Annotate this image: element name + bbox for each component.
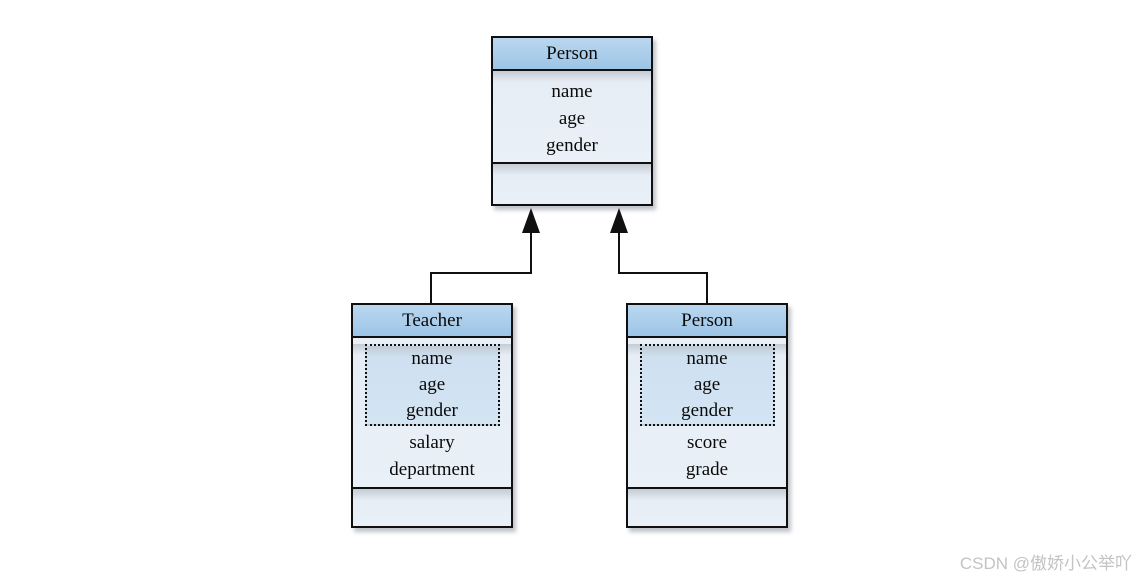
attributes-compartment: name age gender score grade <box>628 344 786 489</box>
class-box-person-child: Person name age gender score grade <box>626 303 788 528</box>
class-header-person-child: Person <box>628 305 786 338</box>
methods-compartment-empty <box>628 489 786 526</box>
inherited-attribute: name <box>411 348 453 369</box>
attribute: score <box>686 432 728 453</box>
inherited-attribute: gender <box>406 400 458 421</box>
generalization-edge-person-horizontal <box>618 272 708 274</box>
inherited-attributes-group: name age gender <box>364 344 500 426</box>
generalization-edge-teacher-horizontal <box>430 272 532 274</box>
class-name: Teacher <box>402 310 462 331</box>
methods-compartment-empty <box>493 164 651 204</box>
attribute: name <box>551 81 593 102</box>
class-header-teacher: Teacher <box>353 305 511 338</box>
generalization-arrowhead-right-icon <box>610 208 628 233</box>
generalization-arrowhead-left-icon <box>522 208 540 233</box>
attribute: gender <box>546 135 598 156</box>
attribute: department <box>389 459 475 480</box>
inherited-attributes-group: name age gender <box>639 344 775 426</box>
methods-compartment-empty <box>353 489 511 526</box>
attributes-compartment: name age gender salary department <box>353 344 511 489</box>
generalization-edge-person-vertical <box>706 272 708 303</box>
attribute: grade <box>685 459 729 480</box>
attribute: age <box>558 108 586 129</box>
class-box-person-parent: Person name age gender <box>491 36 653 206</box>
inherited-attribute: name <box>686 348 728 369</box>
generalization-edge-teacher-vertical <box>430 272 432 303</box>
generalization-edge-person-riser <box>618 228 620 274</box>
inherited-attribute: age <box>693 374 721 395</box>
generalization-edge-teacher-riser <box>530 228 532 274</box>
class-header-person-parent: Person <box>493 38 651 71</box>
watermark-text: CSDN @傲娇小公举吖 <box>959 554 1132 573</box>
class-box-teacher: Teacher name age gender salary departmen… <box>351 303 513 528</box>
class-name: Person <box>681 310 733 331</box>
inherited-attribute: age <box>418 374 446 395</box>
class-name: Person <box>546 43 598 64</box>
attribute: salary <box>409 432 455 453</box>
attributes-compartment: name age gender <box>493 71 651 164</box>
inherited-attribute: gender <box>681 400 733 421</box>
own-attributes-group: score grade <box>628 429 786 487</box>
own-attributes-group: salary department <box>353 429 511 487</box>
